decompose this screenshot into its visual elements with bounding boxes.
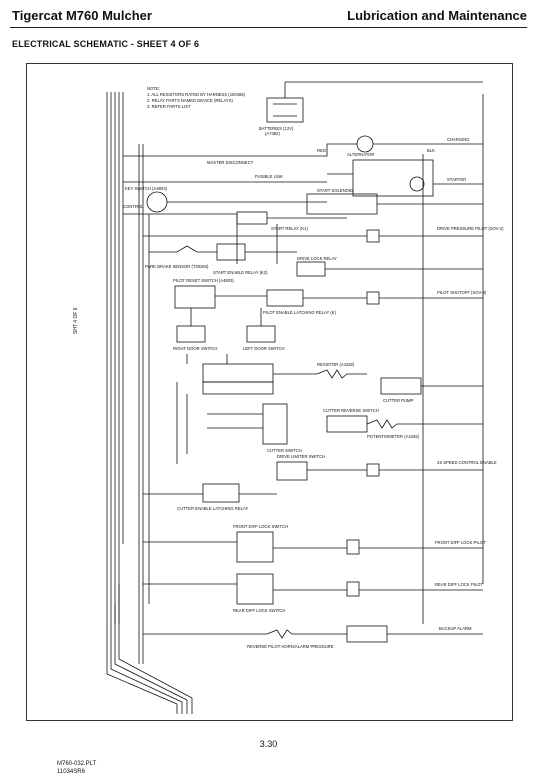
schematic-note-3: 3. REFER PARTS LIST bbox=[147, 104, 191, 109]
plot-file-name: M760-032.PLT bbox=[57, 761, 97, 767]
reverse-pilot-label: REVERSE PILOT HORN/ALARM PRESSURE bbox=[247, 644, 334, 649]
wire-color-red: RED bbox=[317, 148, 326, 153]
left-door-switch-label: LEFT DOOR SWITCH bbox=[243, 346, 285, 351]
key-switch-label: KEY SWITCH (A4803) bbox=[125, 186, 168, 191]
master-disconnect-label: MASTER DISCONNECT bbox=[207, 160, 254, 165]
starter-label: STARTER bbox=[447, 177, 466, 182]
manual-title: Tigercat M760 Mulcher bbox=[12, 8, 152, 23]
rear-diff-pilot-label: REAR DIFF LOCK PILOT bbox=[435, 582, 483, 587]
pilot-enable-relay-label: PILOT ENABLE LATCHING RELAY (K) bbox=[263, 310, 337, 315]
drive-lock-relay-label: DRIVE LOCK RELAY bbox=[297, 256, 337, 261]
resistor-label: RESISTOR (A4282) bbox=[317, 362, 355, 367]
schematic-note-2: 2. RELAY PARTS NAMED DEVICE (RELAYS) bbox=[147, 98, 234, 103]
alternator-label: ALTERNATOR bbox=[347, 152, 374, 157]
potentiometer-label: POTENTIOMETER (A4282) bbox=[367, 434, 420, 439]
battery-part: (A7382) bbox=[265, 131, 281, 136]
cutter-enable-relay-label: CUTTER ENABLE LATCHING RELAY bbox=[177, 506, 248, 511]
schematic-note-header: NOTE: bbox=[147, 86, 160, 91]
rear-diff-switch-label: REAR DIFF LOCK SWITCH bbox=[233, 608, 285, 613]
charging-label: CHARGING bbox=[447, 137, 470, 142]
right-door-switch-label: RIGHT DOOR SWITCH bbox=[173, 346, 217, 351]
schematic-frame: NOTE: 1. ALL RESISTORS RATED BY HARNESS … bbox=[26, 63, 513, 775]
cutter-pump-label: CUTTER PUMP bbox=[383, 398, 413, 403]
plot-file-reference: M760-032.PLT 11034SR6 bbox=[57, 760, 96, 776]
schematic-subtitle: ELECTRICAL SCHEMATIC - SHEET 4 OF 6 bbox=[12, 39, 200, 49]
fusible-link-label: FUSIBLE LINK bbox=[255, 174, 283, 179]
start-solenoid-label: START SOLENOID bbox=[317, 188, 353, 193]
drive-limiter-switch-label: DRIVE LIMITER SWITCH bbox=[277, 454, 325, 459]
wire-color-blk: BLK bbox=[427, 148, 435, 153]
cutter-switch-label: CUTTER SWITCH bbox=[267, 448, 302, 453]
pilot-shutoff-label: PILOT SHUTOFF (SOV-3) bbox=[437, 290, 487, 295]
front-diff-pilot-label: FRONT DIFF LOCK PILOT bbox=[435, 540, 486, 545]
pilot-reset-switch-label: PILOT RESET SWITCH (A4803) bbox=[173, 278, 234, 283]
battery-label: BATTERIES (12V) bbox=[259, 126, 294, 131]
front-diff-switch-label: FRONT DIFF LOCK SWITCH bbox=[233, 524, 288, 529]
schematic-note-1: 1. ALL RESISTORS RATED BY HARNESS (10048… bbox=[147, 92, 246, 97]
cutter-reverse-switch-label: CUTTER REVERSE SWITCH bbox=[323, 408, 379, 413]
plot-file-code: 11034SR6 bbox=[57, 769, 85, 775]
backup-alarm-label: BACKUP ALARM bbox=[439, 626, 472, 631]
start-relay-label: START RELAY (K1) bbox=[271, 226, 308, 231]
sheet-reference: SHT 4 OF 6 bbox=[73, 307, 79, 334]
two-speed-control-label: 2S SPEED CONTROL ENABLE bbox=[437, 460, 497, 465]
section-title: Lubrication and Maintenance bbox=[347, 8, 527, 23]
header-rule bbox=[10, 27, 527, 28]
page-number: 3.30 bbox=[259, 739, 278, 749]
start-enable-relay-label: START ENABLE RELAY (K2) bbox=[213, 270, 268, 275]
drive-pressure-pilot-label: DRIVE PRESSURE PILOT (SOV-2) bbox=[437, 226, 504, 231]
control-label: CONTROL bbox=[123, 204, 144, 209]
electrical-schematic: NOTE: 1. ALL RESISTORS RATED BY HARNESS … bbox=[73, 81, 504, 714]
park-brake-sensor-label: PARK BRAKE SENSOR (T30284) bbox=[145, 264, 209, 269]
